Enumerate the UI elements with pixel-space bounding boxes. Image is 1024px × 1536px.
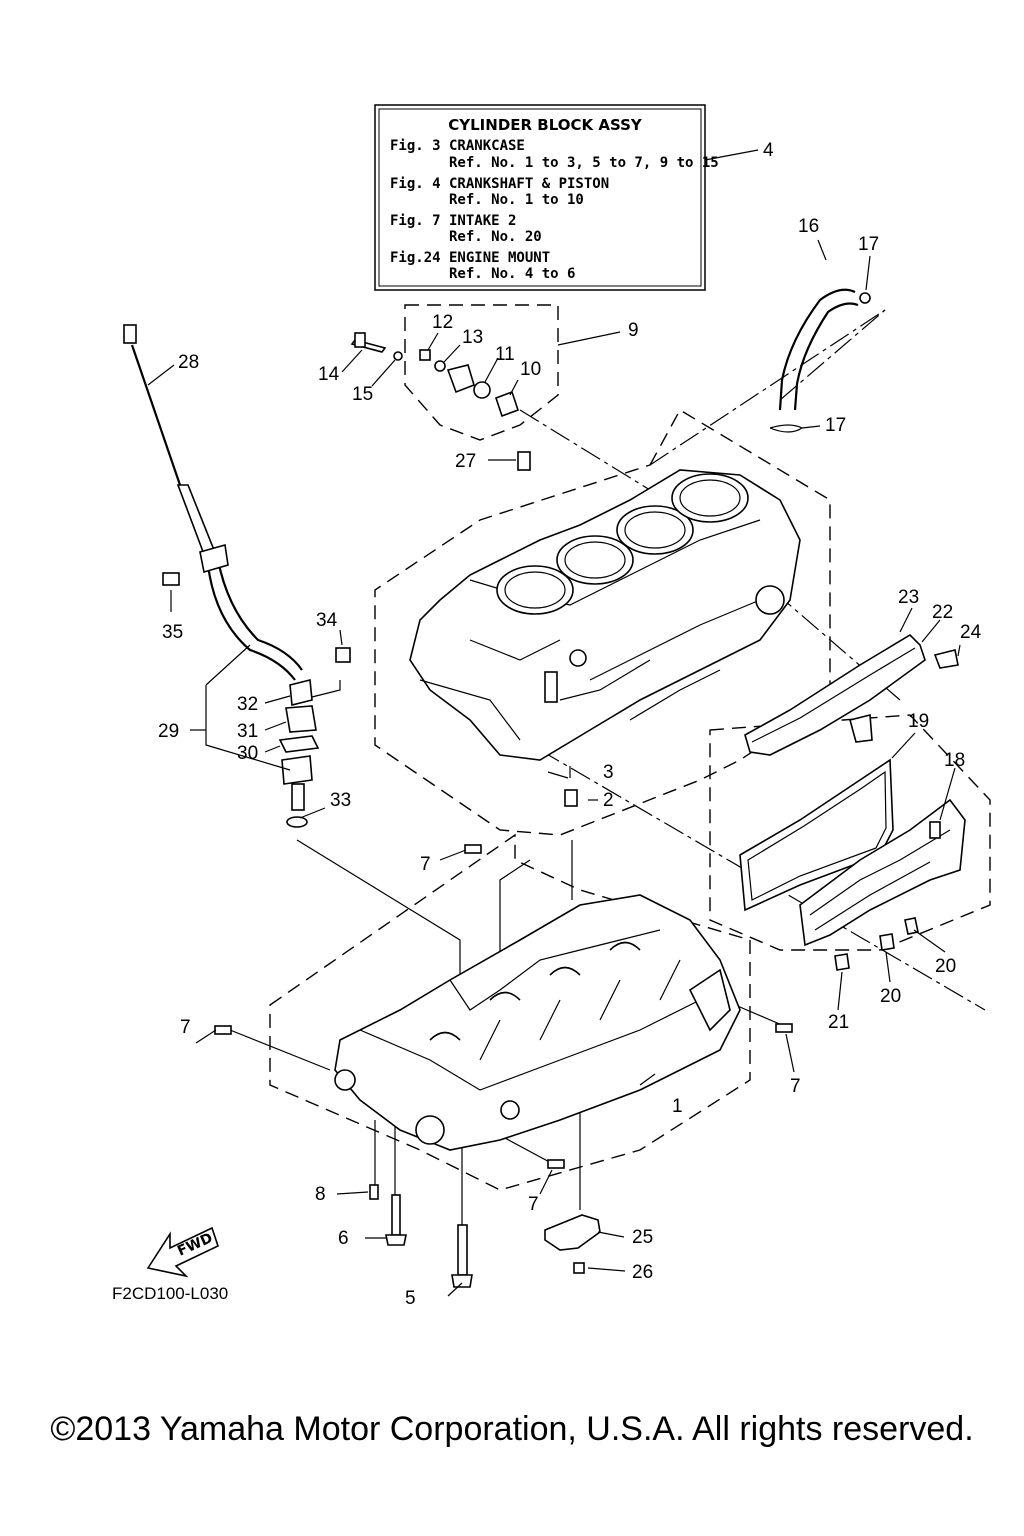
fwd-arrow-icon: FWD bbox=[146, 1226, 219, 1278]
callout-28: 28 bbox=[178, 352, 199, 373]
group-outline-cylinder-block bbox=[374, 409, 831, 836]
callout-32: 32 bbox=[237, 694, 258, 715]
bracket-25 bbox=[544, 1214, 601, 1251]
bolt-6 bbox=[385, 1194, 407, 1246]
group-outline-9 bbox=[404, 304, 559, 441]
callout-22: 22 bbox=[932, 602, 953, 623]
callout-6: 6 bbox=[338, 1228, 349, 1249]
inset-fig-24: Fig.24 bbox=[390, 250, 441, 266]
callout-33: 33 bbox=[330, 790, 351, 811]
callout-17-bottom: 17 bbox=[825, 415, 846, 436]
inset-name-7: INTAKE 2 bbox=[449, 213, 516, 229]
callout-7-left: 7 bbox=[180, 1017, 191, 1038]
cylinder-block bbox=[409, 469, 801, 761]
callout-2: 2 bbox=[603, 790, 614, 811]
inset-ref-4: Ref. No. 1 to 10 bbox=[449, 192, 584, 208]
callout-1: 1 bbox=[672, 1096, 683, 1117]
inset-fig-7: Fig. 7 bbox=[390, 213, 441, 229]
callout-12: 12 bbox=[432, 312, 453, 333]
callout-25: 25 bbox=[632, 1227, 653, 1248]
callout-24: 24 bbox=[960, 622, 982, 643]
callout-34: 34 bbox=[316, 610, 338, 631]
callout-18: 18 bbox=[944, 750, 965, 771]
callout-35: 35 bbox=[162, 622, 183, 643]
inset-ref-24: Ref. No. 4 to 6 bbox=[449, 266, 575, 282]
oil-tube-fittings bbox=[278, 647, 351, 828]
group-outline-cover bbox=[709, 714, 991, 951]
gasket-19 bbox=[739, 758, 894, 912]
callout-17-top: 17 bbox=[858, 234, 879, 255]
callout-7-bottom: 7 bbox=[528, 1194, 539, 1215]
callout-27: 27 bbox=[455, 451, 476, 472]
callout-20-right: 20 bbox=[935, 956, 956, 977]
callout-30: 30 bbox=[237, 743, 258, 764]
cover-18 bbox=[799, 798, 966, 971]
bolt-35 bbox=[162, 572, 180, 586]
dipstick-28 bbox=[123, 324, 303, 681]
callout-20-mid: 20 bbox=[880, 986, 901, 1007]
dowel-7-left bbox=[214, 1025, 232, 1035]
inset-title: CYLINDER BLOCK ASSY bbox=[448, 116, 643, 134]
callout-15: 15 bbox=[352, 384, 373, 405]
dowel-8 bbox=[369, 1184, 379, 1200]
copyright-notice: ©2013 Yamaha Motor Corporation, U.S.A. A… bbox=[50, 1410, 974, 1448]
bolt-5 bbox=[451, 1224, 473, 1288]
dowel-7-right bbox=[775, 1023, 793, 1033]
group-outline-crankcase bbox=[269, 833, 751, 1191]
callout-23: 23 bbox=[898, 587, 919, 608]
inset-name-4: CRANKSHAFT & PISTON bbox=[449, 176, 609, 192]
callout-numbers: 1 2 3 4 5 6 7 7 7 7 8 9 10 11 12 13 14 1… bbox=[158, 140, 982, 1309]
inset-ref-7: Ref. No. 20 bbox=[449, 229, 542, 245]
callout-21: 21 bbox=[828, 1012, 849, 1033]
callout-13: 13 bbox=[462, 327, 483, 348]
crankcase bbox=[334, 894, 741, 1151]
reference-inset: CYLINDER BLOCK ASSY Fig. 3 CRANKCASE Ref… bbox=[374, 104, 719, 291]
diagram-code: F2CD100-L030 bbox=[112, 1284, 228, 1303]
inset-fig-4: Fig. 4 bbox=[390, 176, 441, 192]
callout-14: 14 bbox=[318, 364, 340, 385]
hose-16 bbox=[769, 288, 871, 433]
cover-23 bbox=[744, 633, 959, 756]
inset-name-24: ENGINE MOUNT bbox=[449, 250, 550, 266]
inset-ref-3: Ref. No. 1 to 3, 5 to 7, 9 to 15 bbox=[449, 155, 719, 171]
callout-7-top: 7 bbox=[420, 854, 431, 875]
callout-9: 9 bbox=[628, 320, 639, 341]
inset-fig-3: Fig. 3 bbox=[390, 138, 441, 154]
callout-11: 11 bbox=[495, 344, 515, 365]
inset-name-3: CRANKCASE bbox=[449, 138, 525, 154]
callout-4: 4 bbox=[763, 140, 774, 161]
callout-19: 19 bbox=[908, 711, 929, 732]
dowel-2 bbox=[564, 789, 578, 807]
bolt-26 bbox=[573, 1262, 585, 1274]
callout-leaders bbox=[147, 239, 961, 1297]
callout-5: 5 bbox=[405, 1288, 416, 1309]
callout-16: 16 bbox=[798, 216, 819, 237]
callout-29: 29 bbox=[158, 721, 179, 742]
dowel-27 bbox=[517, 451, 531, 471]
callout-26: 26 bbox=[632, 1262, 653, 1283]
callout-10: 10 bbox=[520, 359, 541, 380]
callout-8: 8 bbox=[315, 1184, 326, 1205]
callout-31: 31 bbox=[237, 721, 258, 742]
callout-7-right: 7 bbox=[790, 1076, 801, 1097]
callout-3: 3 bbox=[603, 762, 614, 783]
dowel-7-top bbox=[464, 844, 482, 854]
part-9-group bbox=[350, 332, 520, 418]
dowel-7-bottom bbox=[547, 1159, 565, 1169]
